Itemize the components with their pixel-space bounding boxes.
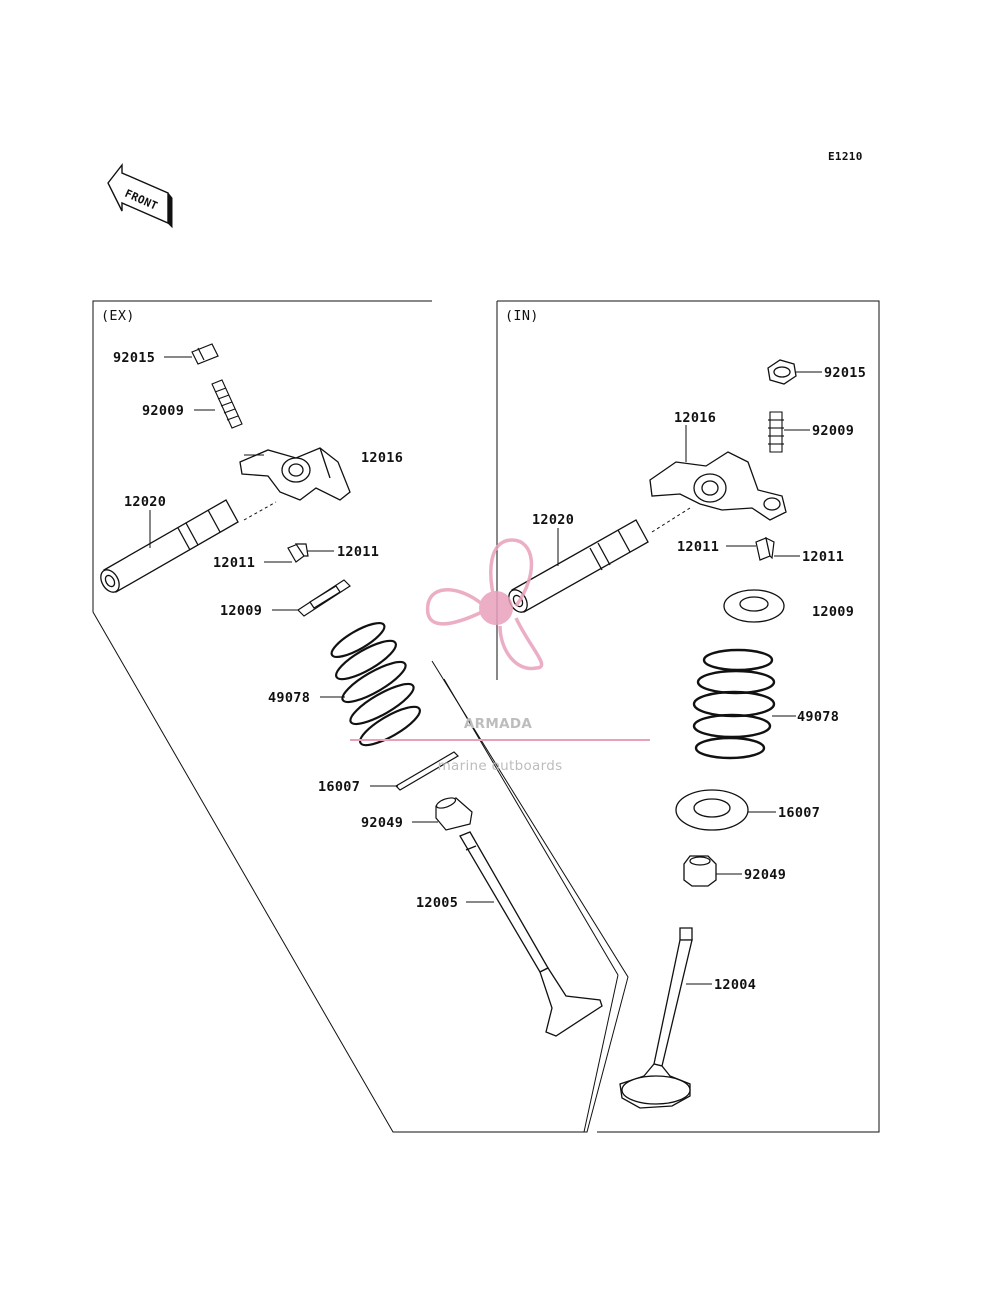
part-label: 16007	[778, 805, 820, 821]
in-16007-spring-seat	[675, 789, 749, 831]
ex-92009-adjust-screw	[211, 379, 243, 429]
part-label: 92049	[744, 867, 786, 883]
ex-frame	[92, 300, 629, 1133]
ex-12020-rocker-shaft	[100, 499, 239, 593]
part-label: 12011	[677, 539, 719, 555]
in-12009-spring-retainer	[723, 589, 785, 623]
part-label: 12009	[812, 604, 854, 620]
armada-logo-icon	[425, 538, 544, 671]
front-arrow-icon: FRONT	[107, 162, 173, 229]
part-label: 12011	[213, 555, 255, 571]
ex-12005-exhaust-valve	[459, 831, 603, 1037]
ex-12011-valve-cotter	[287, 543, 309, 563]
in-92015-nut	[767, 359, 797, 385]
part-label: 92009	[812, 423, 854, 439]
part-label: 12009	[220, 603, 262, 619]
in-12004-intake-valve	[619, 927, 693, 1109]
part-label: 12005	[416, 895, 458, 911]
part-label: 92009	[142, 403, 184, 419]
part-label: 92015	[824, 365, 866, 381]
part-label: 12020	[532, 512, 574, 528]
part-label: 49078	[268, 690, 310, 706]
in-12020-rocker-shaft	[508, 519, 649, 613]
in-49078-valve-spring	[692, 648, 776, 760]
ex-16007-spring-seat	[395, 751, 459, 791]
in-12011-valve-cotter	[755, 536, 775, 561]
part-label: 49078	[797, 709, 839, 725]
part-label: 12016	[361, 450, 403, 466]
watermark-tagline: marine outboards	[438, 758, 563, 774]
part-label: 12011	[802, 549, 844, 565]
part-label: 12016	[674, 410, 716, 426]
in-12016-rocker-arm	[649, 451, 787, 521]
in-92049-valve-seal	[683, 855, 717, 887]
in-92009-adjust-screw	[768, 411, 784, 453]
ex-12016-rocker-arm	[239, 447, 351, 501]
ex-12009-spring-retainer	[297, 579, 351, 617]
part-label: 12004	[714, 977, 756, 993]
in-group-label: (IN)	[505, 308, 539, 324]
diagram-code: E1210	[828, 150, 863, 163]
ex-49078-valve-spring	[330, 621, 421, 747]
ex-92015-nut	[191, 343, 219, 365]
part-label: 92049	[361, 815, 403, 831]
part-label: 92015	[113, 350, 155, 366]
part-label: 12011	[337, 544, 379, 560]
part-label: 12020	[124, 494, 166, 510]
ex-group-label: (EX)	[101, 308, 135, 324]
part-label: 16007	[318, 779, 360, 795]
watermark-brand: ARMADA	[464, 716, 532, 732]
ex-92049-valve-seal	[435, 797, 473, 831]
